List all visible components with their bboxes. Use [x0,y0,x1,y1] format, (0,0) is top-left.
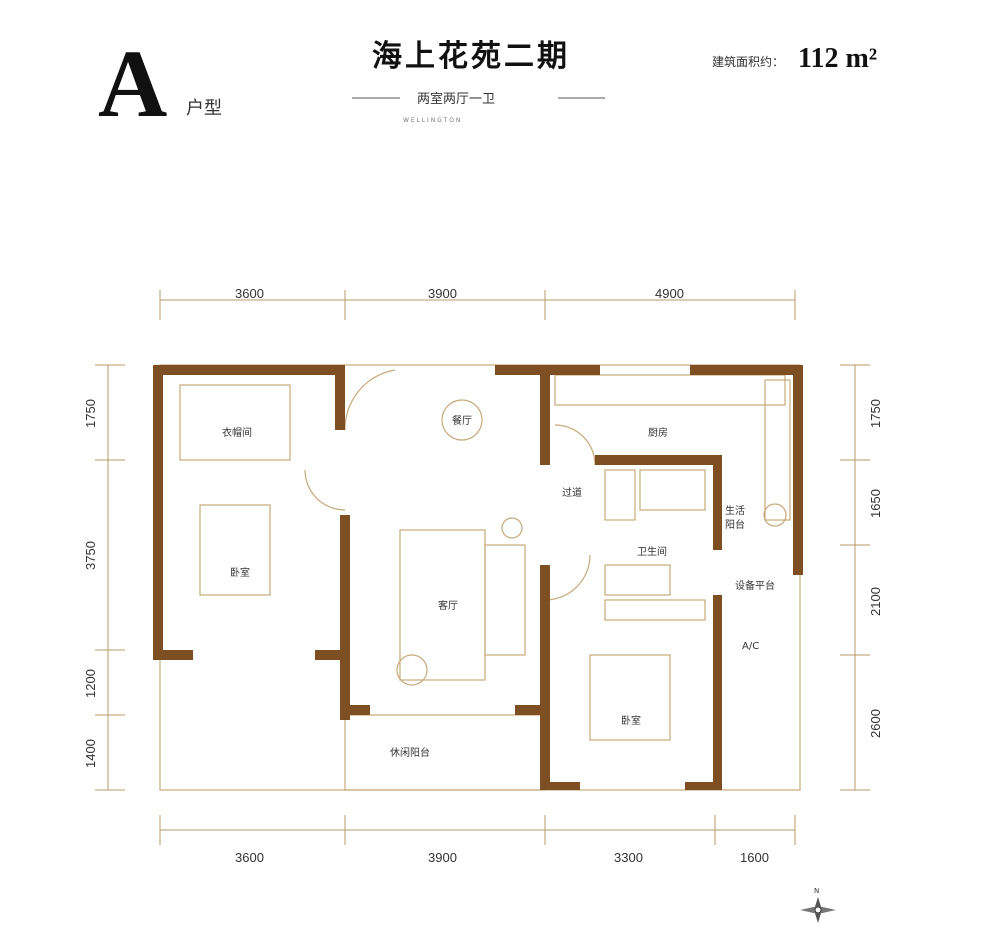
room-equipment-platform: 设备平台 [735,579,775,592]
room-utility-balcony-line1: 生活 [725,504,745,517]
compass-icon [800,897,836,923]
room-cloakroom: 衣帽间 [222,426,252,439]
unit-type-suffix: 户型 [186,98,222,119]
room-living: 客厅 [438,599,458,612]
room-bathroom: 卫生间 [637,545,667,558]
compass-north-label: N [814,887,819,895]
dim-bottom-4: 1600 [740,850,769,865]
room-dining: 餐厅 [452,414,472,427]
layout-description: 两室两厅一卫 [417,91,495,107]
project-title: 海上花苑二期 [372,39,570,74]
room-bedroom-right: 卧室 [621,714,641,727]
room-bedroom-left: 卧室 [230,566,250,579]
dim-top-1: 3600 [235,286,264,301]
interior-lines [159,364,801,791]
room-leisure-balcony: 休闲阳台 [390,746,430,759]
room-ac: A/C [742,641,759,652]
dim-bottom-3: 3300 [614,850,643,865]
dim-left-2: 3750 [83,541,98,570]
unit-type-letter: A [98,30,167,137]
dim-right-3: 2100 [868,587,883,616]
brand-text: W E L L I N G T O N [403,117,460,124]
dim-bottom-2: 3900 [428,850,457,865]
dim-left-1: 1750 [83,399,98,428]
room-corridor: 过道 [562,486,582,499]
dim-bottom-1: 3600 [235,850,264,865]
room-kitchen: 厨房 [648,426,668,439]
area-label: 建筑面积约： [712,54,784,69]
dim-right-4: 2600 [868,709,883,738]
room-utility-balcony-line2: 阳台 [725,518,745,531]
dimension-lines [95,290,870,845]
dim-right-2: 1650 [868,489,883,518]
area-value: 112 m² [798,43,877,74]
dim-left-4: 1400 [83,739,98,768]
dim-left-3: 1200 [83,669,98,698]
dim-right-1: 1750 [868,399,883,428]
walls [153,365,803,790]
dim-top-3: 4900 [655,286,684,301]
dim-top-2: 3900 [428,286,457,301]
